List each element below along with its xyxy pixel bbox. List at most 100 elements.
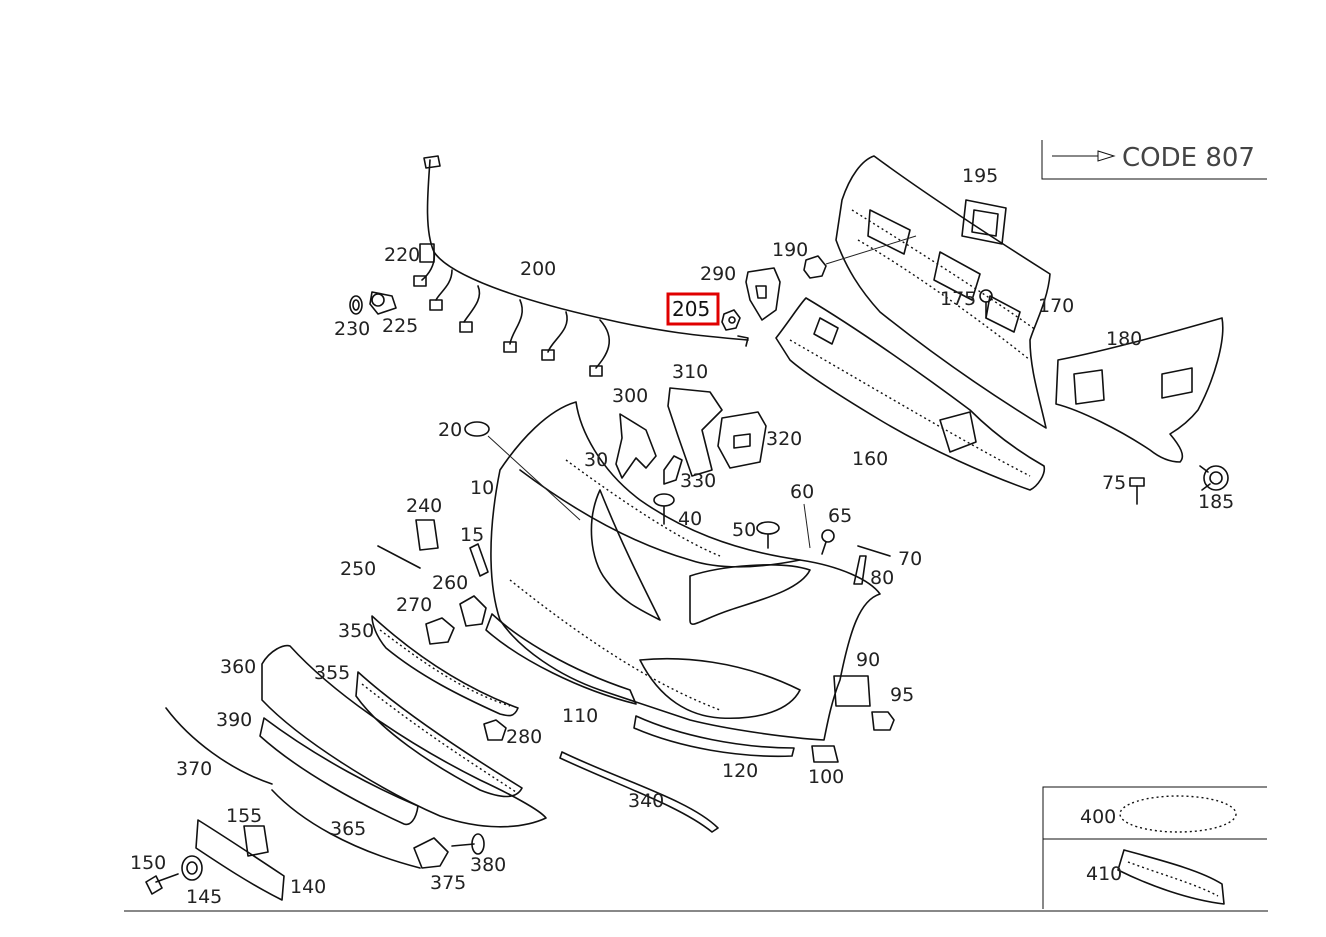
holder-375 <box>413 837 449 869</box>
part-label-100: 100 <box>808 766 844 788</box>
part-label-160: 160 <box>852 448 888 470</box>
part-label-20: 20 <box>438 419 462 441</box>
plate-90 <box>833 675 871 707</box>
strip-120 <box>633 715 795 758</box>
trim-370 <box>165 707 273 785</box>
part-label-250: 250 <box>340 558 376 580</box>
part-label-30: 30 <box>584 449 608 471</box>
trim-15 <box>469 543 489 577</box>
screw-65 <box>821 529 835 555</box>
part-label-270: 270 <box>396 594 432 616</box>
part-label-95: 95 <box>890 684 914 706</box>
strip-340 <box>559 751 719 833</box>
part-label-175: 175 <box>940 288 976 310</box>
part-label-380: 380 <box>470 854 506 876</box>
bolt-175 <box>979 289 993 319</box>
part-label-300: 300 <box>612 385 648 407</box>
bracket-320 <box>717 411 767 469</box>
part-label-390: 390 <box>216 709 252 731</box>
bolt-80 <box>853 555 867 585</box>
clip-190 <box>803 235 917 279</box>
highlight-box <box>666 292 720 326</box>
part-label-140: 140 <box>290 876 326 898</box>
strip-110 <box>485 613 637 705</box>
part-label-185: 185 <box>1198 491 1234 513</box>
part-label-230: 230 <box>334 318 370 340</box>
emblem-bracket-195 <box>961 199 1007 245</box>
trim-365 <box>271 789 421 869</box>
pin-75 <box>1129 477 1145 505</box>
part-label-155: 155 <box>226 805 262 827</box>
sensor-holder-270 <box>425 617 455 645</box>
bolt-150 <box>145 873 179 895</box>
screw-50 <box>756 521 780 549</box>
part-label-170: 170 <box>1038 295 1074 317</box>
part-label-410: 410 <box>1086 863 1122 885</box>
part-label-400: 400 <box>1080 806 1116 828</box>
part-label-370: 370 <box>176 758 212 780</box>
lip-355-mesh <box>361 683 517 793</box>
part-label-180: 180 <box>1106 328 1142 350</box>
rivet-185 <box>1199 465 1229 491</box>
inset-box <box>1042 786 1267 909</box>
part-label-190: 190 <box>772 239 808 261</box>
part-label-340: 340 <box>628 790 664 812</box>
spoiler-360 <box>261 644 547 828</box>
part-label-260: 260 <box>432 572 468 594</box>
part-label-10: 10 <box>470 477 494 499</box>
part-label-320: 320 <box>766 428 802 450</box>
wiring-harness <box>413 155 749 377</box>
part-label-350: 350 <box>338 620 374 642</box>
screw-95 <box>871 711 895 731</box>
part-label-205: 205 <box>672 297 710 321</box>
part-label-60: 60 <box>790 481 814 503</box>
part-label-15: 15 <box>460 524 484 546</box>
grille-insert-410-mesh <box>1127 861 1219 897</box>
part-label-290: 290 <box>700 263 736 285</box>
grille-350 <box>371 615 519 717</box>
strip-70 <box>857 545 891 557</box>
upper-crossmember <box>835 155 1051 429</box>
part-label-90: 90 <box>856 649 880 671</box>
lip-355 <box>355 671 523 798</box>
gasket-400 <box>1119 795 1237 833</box>
part-label-120: 120 <box>722 760 758 782</box>
part-label-75: 75 <box>1102 472 1126 494</box>
part-label-240: 240 <box>406 495 442 517</box>
part-240 <box>415 519 439 551</box>
part-label-355: 355 <box>314 662 350 684</box>
side-bracket-290 <box>745 267 781 321</box>
lower-crossmember <box>775 297 1046 491</box>
clip-155 <box>243 825 269 857</box>
part-label-365: 365 <box>330 818 366 840</box>
part-label-70: 70 <box>898 548 922 570</box>
part-label-65: 65 <box>828 505 852 527</box>
part-label-360: 360 <box>220 656 256 678</box>
part-label-80: 80 <box>870 567 894 589</box>
part-label-280: 280 <box>506 726 542 748</box>
part-label-375: 375 <box>430 872 466 894</box>
part-label-220: 220 <box>384 244 420 266</box>
part-label-200: 200 <box>520 258 556 280</box>
part-label-110: 110 <box>562 705 598 727</box>
plate-140 <box>195 819 285 901</box>
part-label-50: 50 <box>732 519 756 541</box>
bracket-330 <box>663 455 683 485</box>
connector <box>721 309 749 347</box>
part-label-195: 195 <box>962 165 998 187</box>
parking-sensor <box>349 291 397 315</box>
part-label-330: 330 <box>680 470 716 492</box>
part-label-145: 145 <box>186 886 222 908</box>
grille-insert-410 <box>1117 849 1225 905</box>
part-label-150: 150 <box>130 852 166 874</box>
emblem-20 <box>464 421 490 437</box>
nut-145 <box>181 855 203 881</box>
part-label-40: 40 <box>678 508 702 530</box>
part-label-225: 225 <box>382 315 418 337</box>
code-807-box: CODE 807 <box>1041 140 1267 180</box>
bracket-300 <box>615 413 657 479</box>
sensor-holder-260 <box>459 595 487 627</box>
code-807-label: CODE 807 <box>1122 143 1255 173</box>
